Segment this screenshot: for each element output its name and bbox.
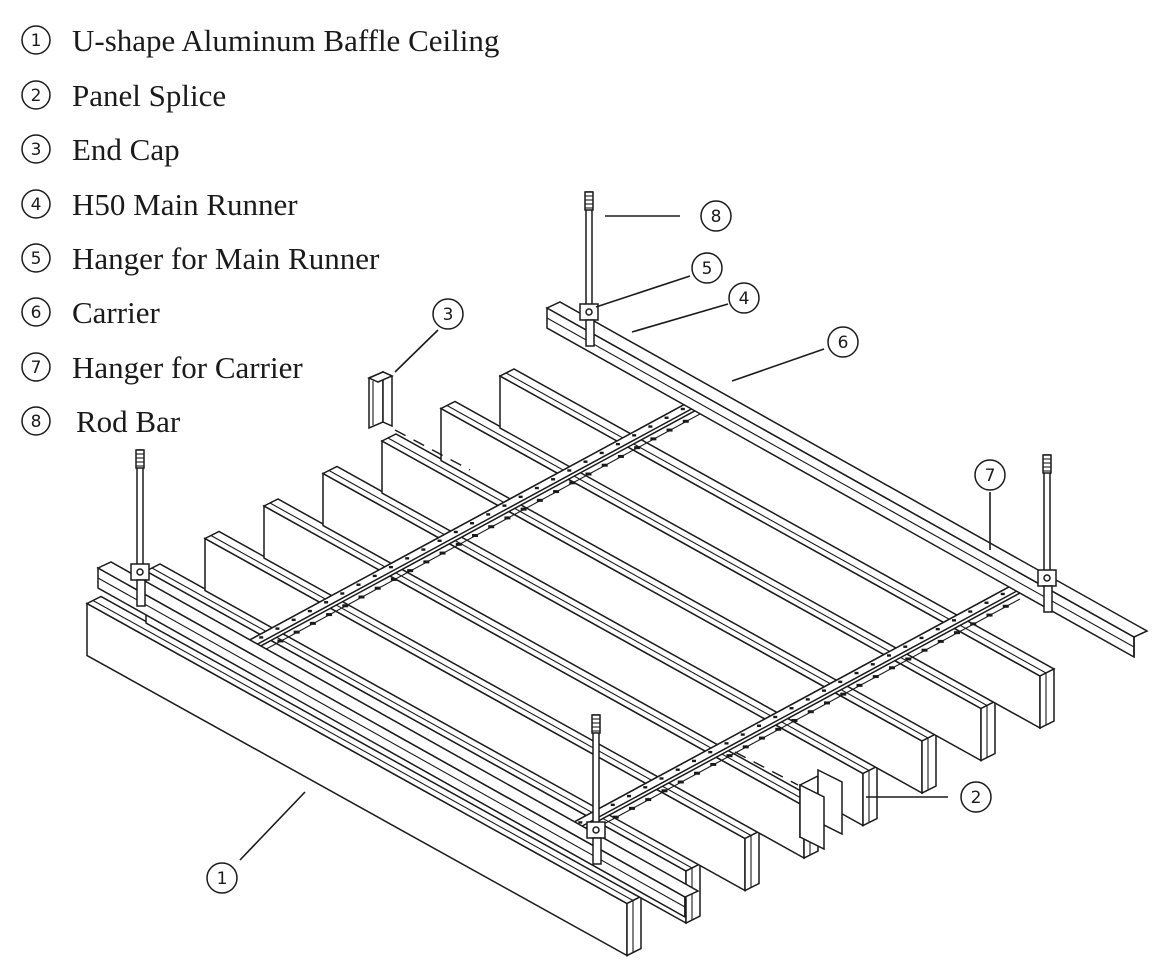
legend: 1 U-shape Aluminum Baffle Ceiling 2 Pane… [21, 23, 499, 439]
svg-text:5: 5 [702, 259, 713, 279]
svg-text:3: 3 [443, 305, 454, 325]
baffle-panel-1 [498, 368, 1056, 730]
callout-5: 5 [691, 252, 723, 284]
legend-badge-2 [21, 80, 51, 110]
panel-splice [734, 751, 843, 851]
legend-badge-6 [21, 297, 51, 327]
legend-item-4: 4 H50 Main Runner [21, 187, 298, 222]
baffle-panel-2 [439, 400, 997, 762]
legend-item-7: 7 Hanger for Carrier [21, 350, 303, 385]
rod-bar-back-left [579, 191, 599, 347]
callout-8: 8 [700, 200, 732, 232]
svg-text:6: 6 [838, 333, 849, 353]
legend-label-1: U-shape Aluminum Baffle Ceiling [72, 23, 499, 58]
legend-label-8: Rod Bar [76, 404, 181, 439]
legend-label-6: Carrier [72, 295, 160, 330]
legend-item-3: 3 End Cap [21, 132, 180, 167]
end-cap [367, 370, 471, 471]
legend-item-5: 5 Hanger for Main Runner [21, 241, 380, 276]
svg-text:7: 7 [985, 466, 996, 486]
callout-3: 3 [432, 298, 464, 330]
legend-badge-8 [21, 406, 51, 436]
legend-badge-5 [21, 243, 51, 273]
legend-label-7: Hanger for Carrier [72, 350, 303, 385]
legend-item-6: 6 Carrier [21, 295, 160, 330]
callout-7: 7 [974, 459, 1006, 491]
callouts: 1 2 3 4 5 6 7 8 [206, 200, 1006, 894]
legend-label-3: End Cap [72, 132, 180, 167]
legend-num-6: 6 [31, 303, 42, 323]
legend-badge-1 [21, 25, 51, 55]
legend-label-4: H50 Main Runner [72, 187, 298, 222]
leader-4 [631, 303, 729, 333]
legend-badge-3 [21, 134, 51, 164]
end-cap-guide-line [394, 429, 471, 471]
legend-badge-7 [21, 352, 51, 382]
leader-lines [239, 215, 991, 861]
legend-item-8: 8 Rod Bar [21, 404, 181, 439]
legend-num-3: 3 [31, 140, 42, 160]
main-runner-back [545, 301, 1149, 659]
legend-num-5: 5 [31, 249, 42, 269]
legend-item-1: 1 U-shape Aluminum Baffle Ceiling [21, 23, 499, 58]
rod-bar-front-right [586, 714, 606, 865]
rod-bar-back-right [1037, 454, 1057, 613]
legend-num-2: 2 [31, 86, 42, 106]
svg-text:1: 1 [217, 869, 228, 889]
leader-1 [239, 791, 306, 861]
legend-num-8: 8 [31, 412, 42, 432]
main-runner-front [96, 561, 700, 919]
baffle-panel-8 [85, 595, 643, 957]
legend-label-5: Hanger for Main Runner [72, 241, 380, 276]
callout-6: 6 [827, 326, 859, 358]
panel-splice-guide-line [734, 751, 799, 786]
main-runners [96, 301, 1149, 919]
legend-label-2: Panel Splice [72, 78, 226, 113]
svg-text:4: 4 [739, 289, 750, 309]
leader-6 [731, 348, 825, 382]
callout-1: 1 [206, 862, 238, 894]
legend-num-4: 4 [31, 195, 42, 215]
legend-num-1: 1 [31, 31, 42, 51]
rod-bar-front-left [130, 449, 150, 607]
leader-3 [394, 329, 439, 373]
legend-item-2: 2 Panel Splice [21, 78, 226, 113]
leader-5 [595, 275, 691, 308]
callout-4: 4 [728, 282, 760, 314]
legend-num-7: 7 [31, 358, 42, 378]
rod-bars [130, 191, 1057, 865]
svg-text:8: 8 [711, 207, 722, 227]
legend-badge-4 [21, 189, 51, 219]
svg-text:2: 2 [971, 788, 982, 808]
callout-2: 2 [960, 781, 992, 813]
